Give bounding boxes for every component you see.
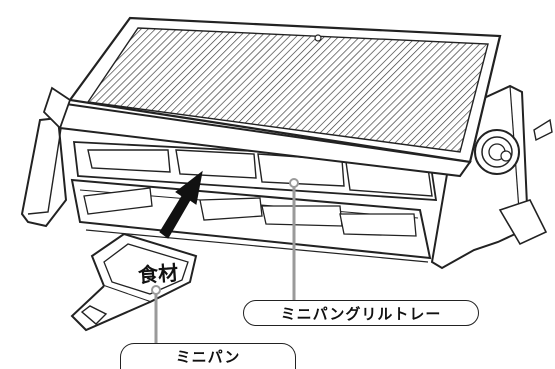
thermostat-knob-icon	[474, 129, 520, 175]
leader-lines	[154, 187, 296, 344]
pan-callout: ミニパン	[120, 343, 296, 369]
grill-tray-lower	[70, 178, 432, 263]
grill-plate	[42, 16, 502, 178]
mini-pan	[70, 232, 198, 332]
tray-callout: ミニパングリルトレー	[243, 300, 479, 326]
base-left-leg	[20, 116, 68, 228]
food-label: 食材	[137, 260, 179, 288]
insert-arrow-icon	[159, 170, 203, 239]
